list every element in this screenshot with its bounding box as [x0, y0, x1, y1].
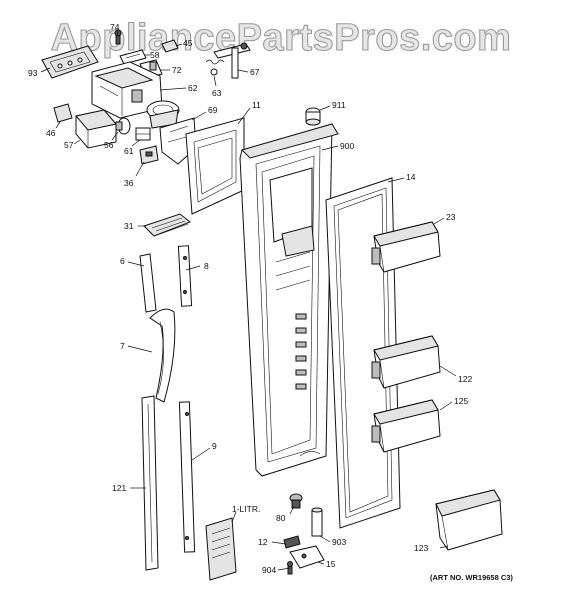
callout-36: 36	[124, 178, 134, 188]
callout-15: 15	[326, 559, 336, 569]
dispenser-housing-62	[91, 61, 163, 119]
hinge-plate-8	[177, 245, 193, 307]
callout-904: 904	[262, 565, 276, 575]
clip-12	[283, 535, 301, 549]
callout-11: 11	[252, 100, 261, 110]
door-outer-panel-900	[239, 123, 339, 477]
callout-122: 122	[458, 374, 472, 384]
door-bin-123	[435, 489, 503, 551]
callout-58: 58	[150, 50, 160, 60]
callout-12: 12	[258, 537, 268, 547]
art-number: (ART NO. WR19658 C3)	[430, 573, 513, 582]
callout-labels: 74 93 58 45 72 67 63 62 46 57 56 61 69 3…	[28, 22, 472, 575]
callout-31: 31	[124, 221, 134, 231]
callout-72: 72	[172, 65, 182, 75]
callout-9: 9	[212, 441, 217, 451]
door-bin-122	[371, 335, 441, 389]
callout-93: 93	[28, 68, 38, 78]
callout-121: 121	[112, 483, 126, 493]
callout-57: 57	[64, 140, 74, 150]
clip-45	[161, 39, 179, 53]
dispenser-control-board-93	[41, 45, 99, 79]
callout-62: 62	[188, 83, 198, 93]
watermark-text: AppliancePartsPros.com	[51, 17, 512, 59]
plug-80	[289, 493, 303, 509]
callout-900: 900	[340, 141, 354, 151]
door-bin-23	[371, 221, 441, 273]
callout-1-litr: 1-LITR.	[232, 504, 260, 514]
callout-46: 46	[46, 128, 56, 138]
callout-23: 23	[446, 212, 456, 222]
callout-74: 74	[110, 22, 120, 32]
door-bin-125	[371, 399, 441, 453]
hinge-bracket-67	[213, 42, 251, 79]
callout-61: 61	[124, 146, 134, 156]
callout-7: 7	[120, 341, 125, 351]
callout-125: 125	[454, 396, 468, 406]
hinge-plate-9	[178, 401, 196, 553]
water-tube-903	[311, 507, 323, 537]
callout-8: 8	[204, 261, 209, 271]
solenoid-61	[135, 127, 151, 141]
callout-6: 6	[120, 256, 125, 266]
switch-36	[139, 145, 159, 165]
callout-69: 69	[208, 105, 218, 115]
trim-strip-121	[141, 395, 159, 571]
light-socket-46	[53, 103, 73, 123]
light-bulb-56	[115, 117, 131, 135]
callout-911: 911	[332, 100, 346, 110]
screw-74	[114, 29, 122, 45]
callout-123: 123	[414, 543, 428, 553]
liter-label-plate	[205, 517, 237, 581]
spring-63	[205, 59, 225, 76]
dispenser-motor-57	[75, 109, 117, 149]
screw-904	[287, 561, 293, 575]
callout-903: 903	[332, 537, 346, 547]
bracket-58	[119, 49, 147, 65]
leader-lines	[40, 29, 457, 571]
cap-911	[305, 107, 321, 126]
ice-chute-door-69	[146, 100, 180, 129]
callout-56: 56	[104, 140, 114, 150]
bottom-hinge-15	[289, 545, 325, 569]
door-handle-7	[149, 308, 176, 403]
dispenser-grille-31	[143, 213, 191, 237]
callout-80: 80	[276, 513, 286, 523]
callout-45: 45	[183, 38, 193, 48]
callout-67: 67	[250, 67, 260, 77]
callout-63: 63	[212, 88, 222, 98]
callout-14: 14	[406, 172, 416, 182]
trim-strip-6	[139, 253, 157, 313]
dispenser-frame-11	[185, 117, 245, 215]
